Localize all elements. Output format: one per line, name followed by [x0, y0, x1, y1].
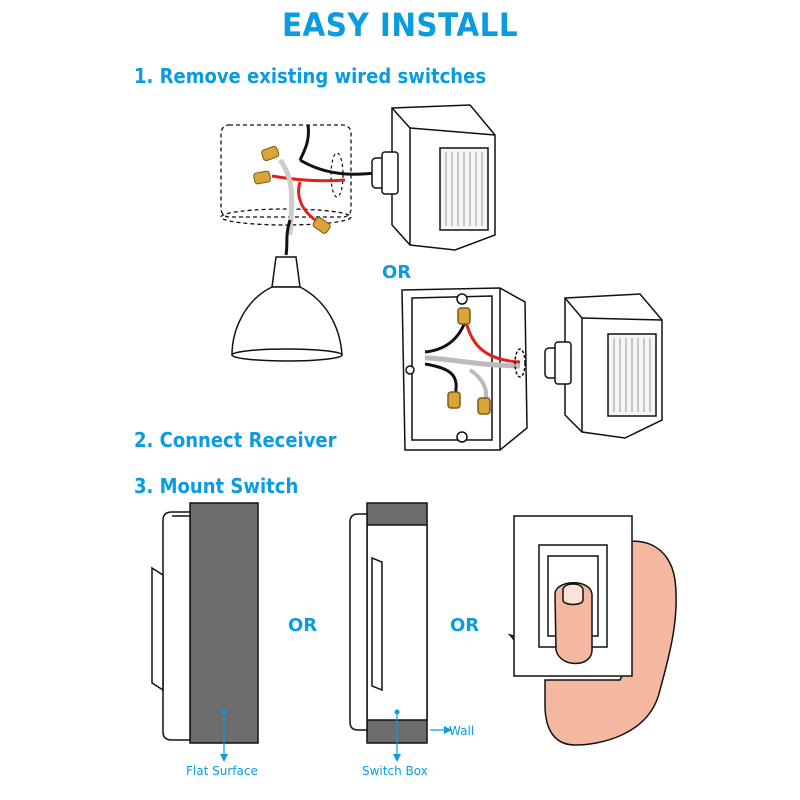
or-label-mount-1: OR — [288, 615, 318, 636]
flat-surface-mount-illustration — [151, 502, 259, 762]
wall-box-illustration — [401, 287, 528, 451]
hand-held-switch-illustration — [507, 515, 677, 746]
old-switch-illustration-2 — [544, 293, 663, 439]
old-switch-illustration-1 — [371, 104, 496, 251]
or-label-mount-2: OR — [450, 615, 480, 636]
wall-caption: Wall — [449, 724, 475, 738]
or-label-wiring: OR — [382, 262, 412, 283]
step-3-heading: 3. Mount Switch — [134, 474, 299, 498]
switch-box-mount-illustration — [349, 502, 452, 762]
flat-surface-caption: Flat Surface — [186, 764, 258, 778]
step-2-heading: 2. Connect Receiver — [134, 428, 337, 452]
pendant-lamp-icon — [231, 256, 343, 362]
ceiling-junction-illustration — [220, 124, 386, 256]
switch-box-caption: Switch Box — [362, 764, 428, 778]
step-1-heading: 1. Remove existing wired switches — [134, 64, 487, 88]
page-title: EASY INSTALL — [281, 6, 519, 44]
